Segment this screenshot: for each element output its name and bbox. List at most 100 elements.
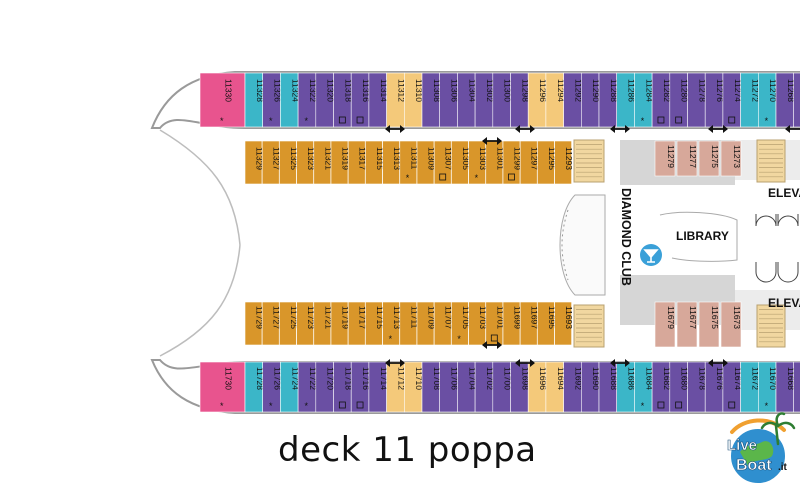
cabin-11706[interactable]: 11706 xyxy=(439,361,460,413)
cabin-11693[interactable]: 11693 xyxy=(554,301,575,346)
cabin-11668[interactable]: 11668 xyxy=(775,361,796,413)
cabin-11327[interactable]: 11327 xyxy=(261,140,282,185)
cabin-11314[interactable]: 11314 xyxy=(368,72,389,128)
cabin-11725[interactable]: 11725 xyxy=(279,301,299,346)
cabin-11306[interactable]: 11306 xyxy=(439,72,460,128)
cabin-11711[interactable]: 11711 xyxy=(399,301,420,346)
cabin-11288[interactable]: 11288 xyxy=(598,72,619,128)
cabin-11307[interactable]: 11307 xyxy=(433,140,454,185)
cabin-11325[interactable]: 11325 xyxy=(279,140,299,185)
cabin-11311[interactable]: 11311* xyxy=(399,140,420,185)
cabin-11700[interactable]: 11700 xyxy=(492,361,513,413)
cabin-11715[interactable]: 11715 xyxy=(365,301,385,346)
cabin-11674[interactable]: 11674 xyxy=(722,361,743,413)
cabin-11697[interactable]: 11697 xyxy=(519,301,540,346)
cabin-11312[interactable]: 11312 xyxy=(386,72,407,128)
cabin-11297[interactable]: 11297 xyxy=(519,140,540,185)
cabin-11695[interactable]: 11695 xyxy=(537,301,557,346)
cabin-11686[interactable]: 11686 xyxy=(616,361,637,413)
cabin-11303[interactable]: 11303* xyxy=(468,140,489,185)
cabin-11721[interactable]: 11721 xyxy=(313,301,334,346)
cabin-11301[interactable]: 11301 xyxy=(485,140,506,185)
cabin-11719[interactable]: 11719 xyxy=(330,301,351,346)
cabin-11298[interactable]: 11298 xyxy=(510,72,531,128)
cabin-11318[interactable]: 11318 xyxy=(333,72,354,128)
cabin-11296[interactable]: 11296 xyxy=(527,72,548,128)
cabin-11316[interactable]: 11316 xyxy=(350,72,371,128)
cabin-11274[interactable]: 11274 xyxy=(722,72,743,128)
cabin-11282[interactable]: 11282 xyxy=(651,72,672,128)
cabin-11317[interactable]: 11317 xyxy=(347,140,368,185)
cabin-11688[interactable]: 11688 xyxy=(598,361,619,413)
cabin-11699[interactable]: 11699 xyxy=(502,301,523,346)
cabin-11270[interactable]: 11270* xyxy=(757,72,778,128)
cabin-11310[interactable]: 11310 xyxy=(403,72,424,128)
cabin-11272[interactable]: 11272 xyxy=(740,72,761,128)
cabin-11302[interactable]: 11302 xyxy=(474,72,495,128)
cabin-11701[interactable]: 11701 xyxy=(485,301,506,346)
cabin-11720[interactable]: 11720 xyxy=(315,361,336,413)
cabin-11730[interactable]: 11730* xyxy=(199,361,246,413)
cabin-11714[interactable]: 11714 xyxy=(368,361,389,413)
cabin-11330[interactable]: 11330* xyxy=(199,72,246,128)
cabin-11717[interactable]: 11717 xyxy=(347,301,368,346)
cabin-11294[interactable]: 11294 xyxy=(545,72,566,128)
cabin-11718[interactable]: 11718 xyxy=(333,361,354,413)
cabin-11268[interactable]: 11268 xyxy=(775,72,796,128)
cabin-11322[interactable]: 11322* xyxy=(297,72,318,128)
cabin-11300[interactable]: 11300 xyxy=(492,72,513,128)
cabin-11676[interactable]: 11676 xyxy=(704,361,725,413)
cabin-11279[interactable]: 11279 xyxy=(654,140,676,177)
cabin-11705[interactable]: 11705* xyxy=(451,301,471,346)
cabin-11684[interactable]: 11684* xyxy=(634,361,654,413)
cabin-11329[interactable]: 11329 xyxy=(244,140,265,185)
cabin-11713[interactable]: 11713* xyxy=(382,301,403,346)
cabin-11309[interactable]: 11309 xyxy=(416,140,437,185)
cabin-11313[interactable]: 11313 xyxy=(382,140,403,185)
cabin-11275[interactable]: 11275 xyxy=(698,140,720,177)
cabin-11321[interactable]: 11321 xyxy=(313,140,334,185)
cabin-11716[interactable]: 11716 xyxy=(350,361,371,413)
cabin-11694[interactable]: 11694 xyxy=(545,361,566,413)
cabin-11273[interactable]: 11273 xyxy=(720,140,742,177)
cabin-11299[interactable]: 11299 xyxy=(502,140,523,185)
cabin-11277[interactable]: 11277 xyxy=(676,140,698,177)
cabin-11696[interactable]: 11696 xyxy=(527,361,548,413)
cabin-11728[interactable]: 11728 xyxy=(244,361,265,413)
cabin-11320[interactable]: 11320 xyxy=(315,72,336,128)
cabin-11704[interactable]: 11704 xyxy=(457,361,477,413)
cabin-11724[interactable]: 11724 xyxy=(280,361,300,413)
cabin-11723[interactable]: 11723 xyxy=(296,301,317,346)
cabin-11266[interactable]: 11266* xyxy=(793,72,800,128)
cabin-11692[interactable]: 11692 xyxy=(563,361,584,413)
cabin-11672[interactable]: 11672 xyxy=(740,361,761,413)
cabin-11722[interactable]: 11722* xyxy=(297,361,318,413)
cabin-11678[interactable]: 11678 xyxy=(687,361,708,413)
cabin-11680[interactable]: 11680 xyxy=(669,361,690,413)
cabin-11709[interactable]: 11709 xyxy=(416,301,437,346)
cabin-11682[interactable]: 11682 xyxy=(651,361,672,413)
cabin-11726[interactable]: 11726* xyxy=(262,361,283,413)
cabin-11328[interactable]: 11328 xyxy=(244,72,265,128)
cabin-11324[interactable]: 11324 xyxy=(280,72,300,128)
cabin-11305[interactable]: 11305 xyxy=(451,140,471,185)
cabin-11315[interactable]: 11315 xyxy=(365,140,385,185)
cabin-11276[interactable]: 11276 xyxy=(704,72,725,128)
cabin-11326[interactable]: 11326* xyxy=(262,72,283,128)
cabin-11278[interactable]: 11278 xyxy=(687,72,708,128)
cabin-11284[interactable]: 11284* xyxy=(634,72,654,128)
cabin-11295[interactable]: 11295 xyxy=(537,140,557,185)
cabin-11710[interactable]: 11710 xyxy=(403,361,424,413)
cabin-11702[interactable]: 11702 xyxy=(474,361,495,413)
cabin-11304[interactable]: 11304 xyxy=(457,72,477,128)
cabin-11677[interactable]: 11677 xyxy=(676,301,698,348)
cabin-11666[interactable]: 11666* xyxy=(793,361,800,413)
cabin-11286[interactable]: 11286 xyxy=(616,72,637,128)
cabin-11673[interactable]: 11673 xyxy=(720,301,742,348)
cabin-11290[interactable]: 11290 xyxy=(580,72,601,128)
cabin-11703[interactable]: 11703 xyxy=(468,301,489,346)
cabin-11707[interactable]: 11707 xyxy=(433,301,454,346)
cabin-11319[interactable]: 11319 xyxy=(330,140,351,185)
cabin-11690[interactable]: 11690 xyxy=(580,361,601,413)
cabin-11727[interactable]: 11727 xyxy=(261,301,282,346)
